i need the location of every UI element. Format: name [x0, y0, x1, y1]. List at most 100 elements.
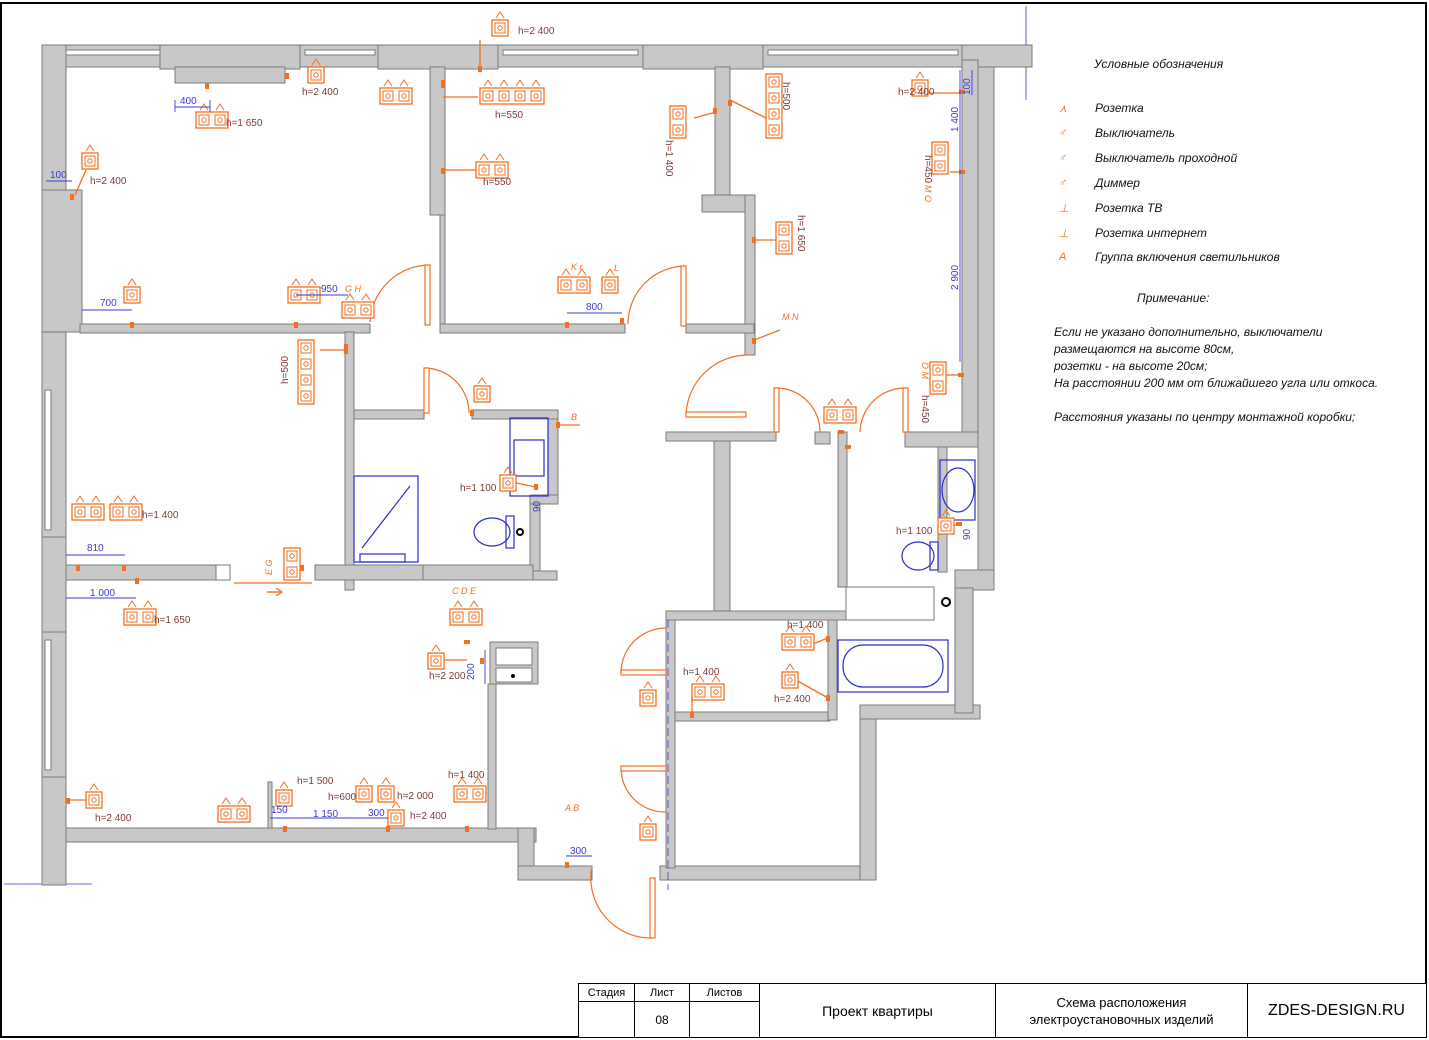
dim-150: 150	[271, 805, 288, 816]
socket-slot-icon	[128, 506, 140, 518]
dim-1000: 1 000	[90, 588, 115, 599]
socket-box-icon	[387, 809, 405, 827]
socket-box-icon	[195, 111, 229, 129]
socket-box-icon	[307, 66, 325, 84]
legend-item-internet-socket: ⊥ Розетка интернет	[1056, 225, 1207, 241]
socket-slot-icon	[768, 108, 780, 120]
socket-slot-icon	[390, 812, 402, 824]
socket-symbol-icon	[515, 79, 525, 87]
socket-box-icon	[557, 276, 591, 294]
socket-symbol-icon	[561, 268, 571, 276]
socket-pin-icon	[675, 111, 681, 117]
socket-box-icon	[823, 406, 857, 424]
socket-box-icon	[377, 785, 395, 803]
socket-box-icon	[929, 361, 947, 395]
group-label: O M	[920, 362, 930, 380]
socket-slot-icon	[300, 358, 312, 370]
socket-symbol-icon	[785, 663, 795, 671]
socket-pin-icon	[713, 689, 719, 695]
dim-90-b: 90	[962, 528, 973, 540]
socket-pin-icon	[393, 815, 399, 821]
socket-symbol-icon	[801, 625, 811, 633]
height-label: h=2 000	[397, 791, 434, 802]
socket-pin-icon	[497, 167, 503, 173]
sheet-value: 08	[634, 1002, 689, 1037]
socket-symbol-icon	[483, 79, 493, 87]
socket-slot-icon	[220, 808, 232, 820]
socket-symbol-icon	[383, 79, 393, 87]
socket-slot-icon	[88, 794, 100, 806]
sheet-header: Лист	[634, 984, 689, 1002]
socket-box-icon	[937, 517, 955, 535]
socket-pin-icon	[935, 367, 941, 373]
socket-slot-icon	[468, 611, 480, 623]
height-label: h=1 400	[448, 770, 485, 781]
socket-box-icon	[85, 791, 103, 809]
height-label: h=1 650	[154, 615, 191, 626]
socket-slot-icon	[382, 90, 394, 102]
socket-pin-icon	[145, 614, 151, 620]
socket-pin-icon	[485, 93, 491, 99]
socket-symbol-icon	[127, 600, 137, 608]
socket-pin-icon	[787, 677, 793, 683]
note-line: На расстоянии 200 мм от ближайшего угла …	[1054, 376, 1379, 390]
socket-slot-icon	[576, 279, 588, 291]
socket-slot-icon	[310, 69, 322, 81]
socket-pin-icon	[87, 158, 93, 164]
height-label: h=550	[495, 110, 524, 121]
socket-pin-icon	[303, 345, 309, 351]
height-label: h=2 400	[518, 26, 555, 37]
height-label: h=450	[922, 155, 933, 184]
socket-symbol-icon	[345, 293, 355, 301]
socket-pin-icon	[363, 307, 369, 313]
socket-symbol-icon	[89, 783, 99, 791]
dim-90-a: 90	[532, 500, 543, 512]
socket-slot-icon	[126, 611, 138, 623]
socket-symbol-icon	[91, 495, 101, 503]
dimensions: 400 100 700 950 800 810 1 000 200 150 1 …	[46, 70, 973, 857]
socket-box-icon	[355, 785, 373, 803]
height-label: h=2 400	[95, 813, 132, 824]
socket-slot-icon	[934, 160, 946, 172]
drawing-title-line-2: электроустановочных изделий	[1029, 1011, 1214, 1027]
socket-slot-icon	[494, 164, 506, 176]
socket-pin-icon	[935, 383, 941, 389]
socket-symbol-icon	[127, 278, 137, 286]
dim-300-a: 300	[368, 808, 385, 819]
height-label: h=2 400	[774, 694, 811, 705]
socket-slot-icon	[478, 164, 490, 176]
socket-symbol-icon	[431, 644, 441, 652]
socket-symbol-icon	[381, 777, 391, 785]
socket-pin-icon	[289, 569, 295, 575]
socket-slot-icon	[604, 279, 616, 291]
socket-symbol-icon	[199, 103, 209, 111]
sheets-value	[689, 1002, 759, 1037]
socket-symbol-icon	[495, 11, 505, 19]
socket-pin-icon	[383, 791, 389, 797]
socket-pin-icon	[289, 553, 295, 559]
socket-pin-icon	[313, 72, 319, 78]
socket-symbol-icon	[453, 600, 463, 608]
dim-100: 100	[50, 170, 67, 181]
socket-symbol-icon	[311, 58, 321, 66]
socket-symbol-icon	[391, 801, 401, 809]
socket-box-icon	[479, 87, 545, 105]
socket-pin-icon	[455, 614, 461, 620]
socket-pin-icon	[563, 282, 569, 288]
socket-symbol-icon	[361, 293, 371, 301]
socket-pin-icon	[845, 412, 851, 418]
dim-810: 810	[87, 543, 104, 554]
socket-box-icon	[453, 785, 487, 803]
height-label: h=1 400	[787, 620, 824, 631]
socket-slot-icon	[642, 692, 654, 704]
socket-slot-icon	[126, 289, 138, 301]
socket-box-icon	[473, 385, 491, 403]
socket-box-icon	[81, 152, 99, 170]
internet-socket-icon: ⊥	[1059, 227, 1069, 240]
socket-box-icon	[449, 608, 483, 626]
socket-slot-icon	[694, 686, 706, 698]
socket-symbol-icon	[643, 815, 653, 823]
socket-box-icon	[379, 87, 413, 105]
socket-pin-icon	[917, 85, 923, 91]
socket-box-icon	[639, 689, 657, 707]
